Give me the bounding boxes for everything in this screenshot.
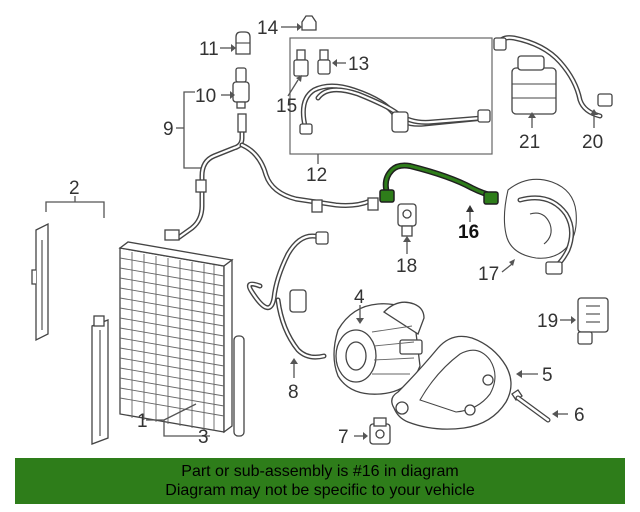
arrow-14 [297, 23, 302, 31]
part-9-harness [164, 113, 379, 241]
bracket-1-3 [146, 419, 210, 437]
banner-line-disclaimer: Diagram may not be specific to your vehi… [165, 482, 475, 499]
callout-6: 6 [574, 405, 585, 426]
leader-15 [287, 79, 299, 97]
callout-9: 9 [163, 119, 174, 140]
arrow-13 [332, 59, 337, 67]
part-18-valve [397, 203, 417, 237]
part-15-valve [293, 49, 309, 77]
arrow-18 [403, 236, 411, 242]
bracket-2 [45, 201, 105, 218]
arrow-19 [571, 316, 576, 324]
leader-17 [501, 263, 513, 273]
callout-12: 12 [306, 165, 327, 186]
parts-diagram: 14 11 10 9 13 15 12 21 20 16 18 17 19 2 … [31, 15, 613, 448]
part-5-bracket [391, 335, 512, 430]
part-2-seal-right [91, 315, 109, 445]
callout-2: 2 [69, 178, 80, 199]
arrow-4 [356, 318, 364, 324]
arrow-11 [231, 44, 236, 52]
part-8-hose [246, 231, 329, 360]
part-20-hose [493, 35, 613, 119]
part-12-hose-assembly [299, 83, 491, 135]
arrow-16 [466, 205, 474, 212]
bracket-9 [183, 91, 205, 169]
callout-17: 17 [478, 264, 499, 285]
arrow-10 [230, 91, 235, 99]
callout-19: 19 [537, 311, 558, 332]
arrow-6 [552, 410, 558, 418]
part-10-switch [232, 67, 250, 109]
arrow-21 [528, 112, 536, 118]
info-banner: Part or sub-assembly is #16 in diagram D… [15, 458, 625, 504]
part-17-bracket [503, 178, 577, 275]
callout-1: 1 [137, 411, 148, 432]
group-box-12 [289, 37, 493, 155]
callout-8: 8 [288, 382, 299, 403]
arrow-17 [509, 259, 515, 266]
callout-3: 3 [198, 427, 209, 448]
part-3-cartridge [233, 335, 245, 437]
part-2-seal-left [31, 222, 49, 342]
part-21-drier [511, 55, 557, 115]
banner-line-part-number: Part or sub-assembly is #16 in diagram [181, 463, 459, 480]
arrow-7 [363, 432, 368, 440]
part-7-mount [369, 417, 391, 445]
part-11-cap [235, 31, 251, 55]
callout-7: 7 [338, 427, 349, 448]
part-14-cap [301, 15, 317, 31]
arrow-15 [296, 75, 302, 82]
callout-5: 5 [542, 365, 553, 386]
callout-14: 14 [257, 18, 279, 39]
part-13-valve [317, 49, 331, 75]
arrow-5 [516, 370, 522, 378]
callout-21: 21 [519, 132, 540, 153]
callout-16: 16 [458, 222, 479, 243]
part-4-compressor [333, 301, 425, 395]
callout-20: 20 [582, 132, 603, 153]
part-19-sensor [577, 297, 609, 345]
part-6-bolt [511, 389, 551, 423]
callout-15: 15 [276, 96, 297, 117]
arrow-8 [290, 358, 298, 364]
callout-4: 4 [354, 287, 365, 308]
callout-10: 10 [195, 86, 216, 107]
callout-13: 13 [348, 54, 369, 75]
callout-18: 18 [396, 256, 417, 277]
leader-1 [163, 403, 197, 421]
arrow-20 [590, 109, 598, 115]
part-1-condenser [118, 241, 234, 434]
part-16-hose-highlighted [379, 162, 499, 205]
callout-11: 11 [199, 39, 219, 60]
